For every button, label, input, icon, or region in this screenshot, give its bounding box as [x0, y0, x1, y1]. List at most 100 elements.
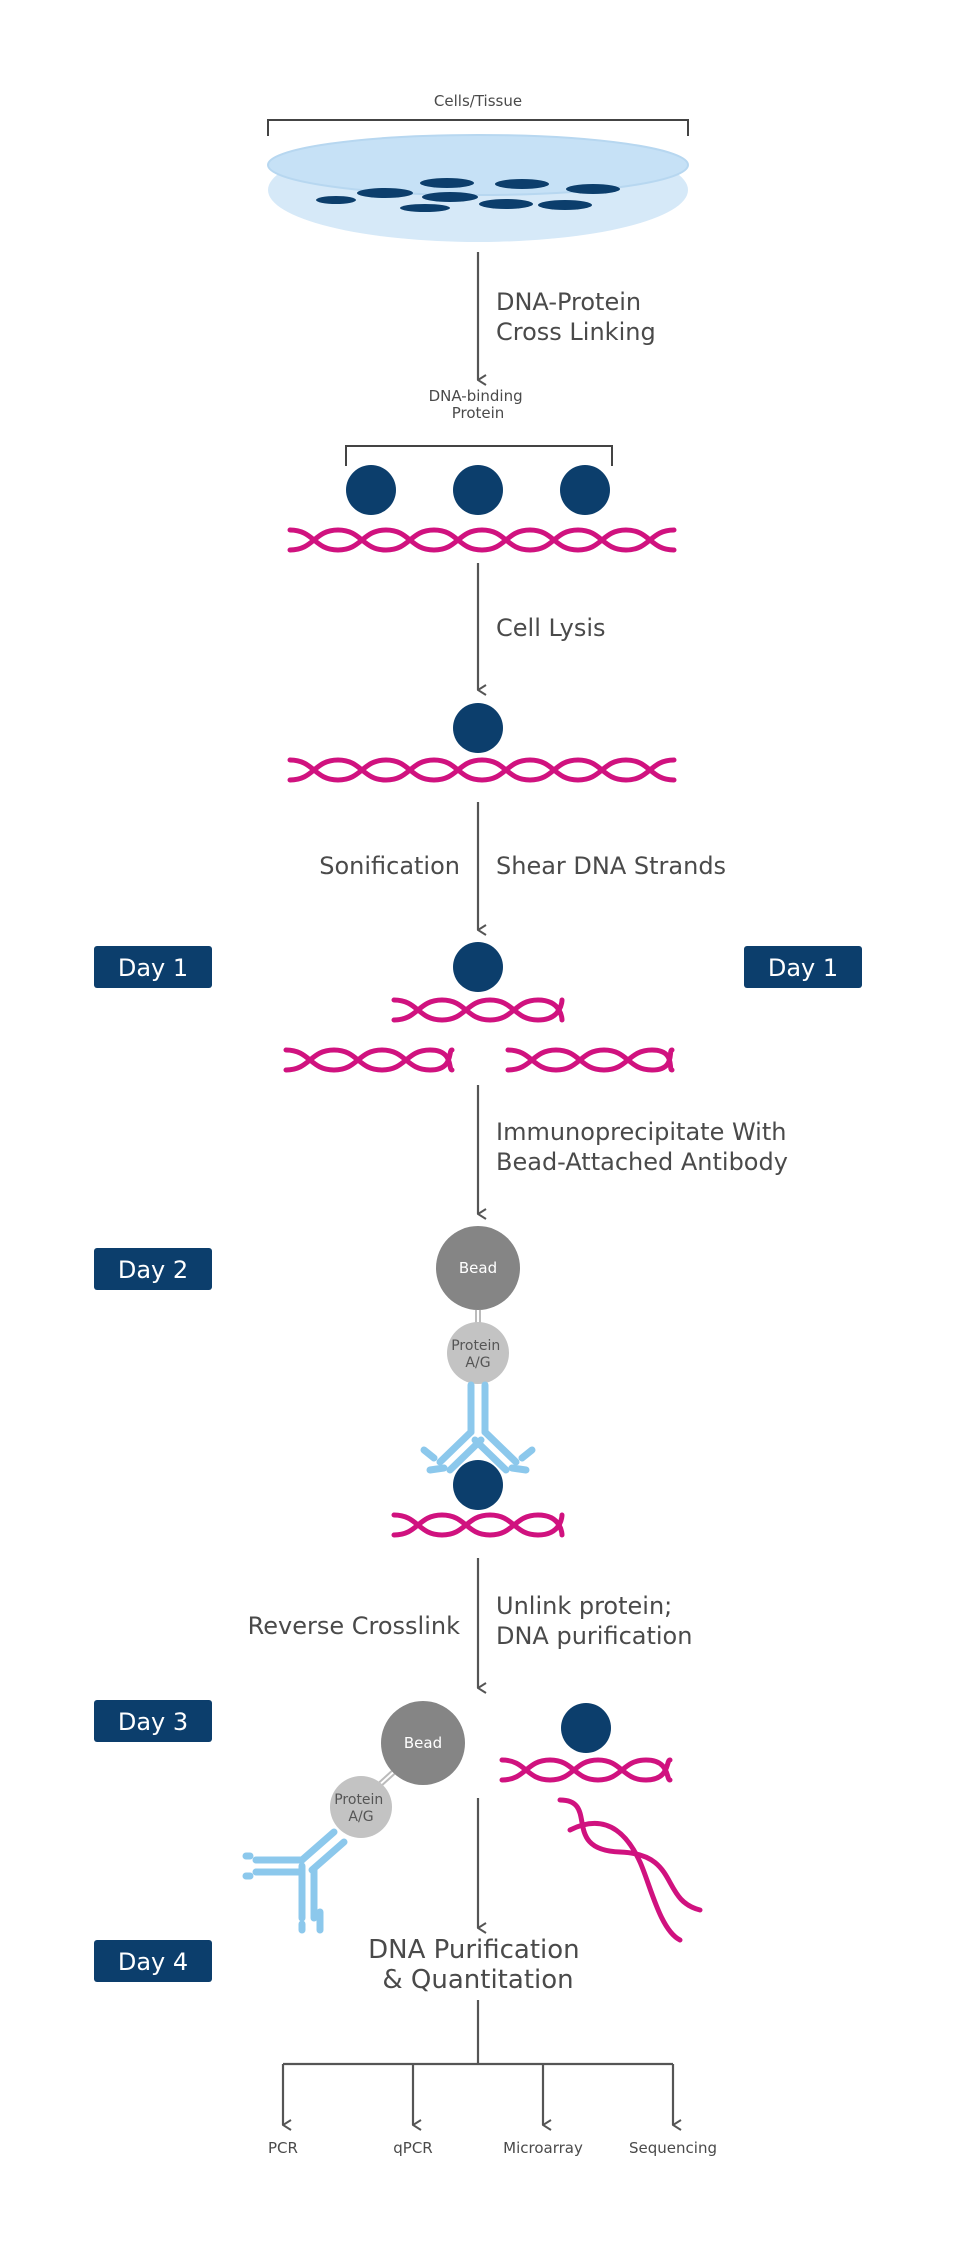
released-protein — [561, 1703, 611, 1753]
dna-fragment-bound — [391, 1512, 565, 1538]
dna-strand-b — [391, 1512, 565, 1538]
released-dna — [499, 1703, 703, 1943]
protein-bracket — [345, 445, 613, 466]
dna-strand-b — [391, 997, 565, 1023]
purification-line2: & Quantitation — [382, 1965, 573, 1995]
dna-fragment-left — [283, 1047, 455, 1073]
dna-binding-protein — [453, 703, 503, 753]
dna-binding-protein — [346, 465, 396, 515]
cell — [420, 178, 474, 188]
reverse-right-line2: DNA purification — [496, 1622, 692, 1650]
day2-box — [94, 1248, 212, 1290]
antibody-tips-down — [298, 1908, 324, 1934]
crosslink-line2: Cross Linking — [496, 318, 656, 346]
protein-ag-label-2: Protein A/G — [334, 1792, 388, 1825]
crosslink-line1: DNA-Protein — [496, 288, 641, 316]
day1-left-box — [94, 946, 212, 988]
ip-line2: Bead-Attached Antibody — [496, 1148, 788, 1176]
antibody-stem — [467, 1381, 489, 1436]
reverse-left-label: Reverse Crosslink — [248, 1612, 460, 1640]
crosslink-label: DNA-Protein Cross Linking — [496, 288, 656, 346]
protein-ag — [447, 1322, 509, 1384]
dna-strand-a — [287, 527, 677, 553]
day2-text: Day 2 — [118, 1256, 188, 1284]
cell — [422, 192, 478, 202]
antibody-tips-right — [508, 1446, 536, 1474]
protein-ag-line1: Protein — [451, 1338, 500, 1354]
output-tree: PCR qPCR Microarray Sequencing — [268, 2000, 717, 2157]
day1-right-text: Day 1 — [768, 954, 838, 982]
cell — [400, 204, 450, 212]
antibody-arm-left — [252, 1856, 306, 1876]
reverse-right-label: Unlink protein; DNA purification — [496, 1592, 692, 1650]
cell — [316, 196, 356, 204]
bead-label-2: Bead — [404, 1734, 442, 1752]
dna-fragment-center — [391, 997, 565, 1023]
antibody-released — [242, 1828, 348, 1934]
dna-strand-b — [283, 1047, 455, 1073]
dna-strand-b — [505, 1047, 675, 1073]
dna-strand-lysed — [287, 757, 677, 783]
cells-tissue-stage: Cells/Tissue — [267, 92, 689, 242]
ip-label: Immunoprecipitate With Bead-Attached Ant… — [496, 1118, 794, 1176]
day4-text: Day 4 — [118, 1948, 188, 1976]
bead — [381, 1701, 465, 1785]
cell — [357, 188, 413, 198]
day1-right-box — [744, 946, 862, 988]
dna-strand-a — [505, 1047, 675, 1073]
protein-ag — [330, 1776, 392, 1838]
sonication-right-label: Shear DNA Strands — [496, 852, 726, 880]
protein-ag-line1: Protein — [334, 1792, 383, 1808]
day1-left-badge: Day 1 — [94, 946, 212, 988]
day4-box — [94, 1940, 212, 1982]
cell — [479, 199, 533, 209]
bead-label: Bead — [459, 1259, 497, 1277]
cells-bracket — [267, 119, 689, 136]
protein-ag-label: Protein A/G — [451, 1338, 505, 1371]
protein-ag-line2: A/G — [348, 1809, 373, 1825]
released-complex: Bead Protein A/G — [242, 1701, 465, 1934]
day3-text: Day 3 — [118, 1708, 188, 1736]
sonication-left-label: Sonification — [319, 852, 460, 880]
output-pcr: PCR — [268, 2139, 298, 2157]
lysis-label: Cell Lysis — [496, 614, 606, 642]
day1-right-badge: Day 1 — [744, 946, 862, 988]
dna-binding-protein — [453, 942, 503, 992]
cell — [495, 179, 549, 189]
day3-badge: Day 3 — [94, 1700, 212, 1742]
reverse-right-line1: Unlink protein; — [496, 1592, 672, 1620]
dna-strand-b — [287, 527, 677, 553]
dna-strand-a — [391, 997, 565, 1023]
dna-binding-protein — [453, 465, 503, 515]
purification-label: DNA Purification & Quantitation — [368, 1935, 588, 1995]
dna-binding-protein — [560, 465, 610, 515]
antibody-arm-down — [298, 1862, 318, 1922]
dna-strand-a — [283, 1047, 455, 1073]
output-microarray: Microarray — [503, 2139, 583, 2157]
antibody-arm-right — [471, 1428, 520, 1474]
dna-fragment-right — [505, 1047, 675, 1073]
cells — [316, 178, 620, 212]
dna-strand-b — [499, 1757, 673, 1783]
antibody-tips-left — [420, 1446, 448, 1474]
output-sequencing: Sequencing — [629, 2139, 717, 2157]
day4-badge: Day 4 — [94, 1940, 212, 1982]
output-qpcr: qPCR — [393, 2139, 432, 2157]
cells-tissue-label: Cells/Tissue — [434, 92, 522, 110]
day1-left-text: Day 1 — [118, 954, 188, 982]
released-dna-strand-b — [567, 1821, 683, 1943]
protein-label-line1: DNA-binding — [429, 387, 523, 405]
released-dna-strand-a — [557, 1797, 703, 1913]
bead — [436, 1226, 520, 1310]
protein-label-line2: Protein — [452, 404, 505, 422]
cell — [566, 184, 620, 194]
antibody-tips-left — [242, 1852, 254, 1880]
cell — [538, 200, 592, 210]
antibody — [420, 1381, 536, 1474]
purification-line1: DNA Purification — [368, 1935, 580, 1965]
dna-strand-b — [287, 757, 677, 783]
dna-strand — [287, 527, 677, 553]
day2-badge: Day 2 — [94, 1248, 212, 1290]
dna-strand-a — [391, 1512, 565, 1538]
